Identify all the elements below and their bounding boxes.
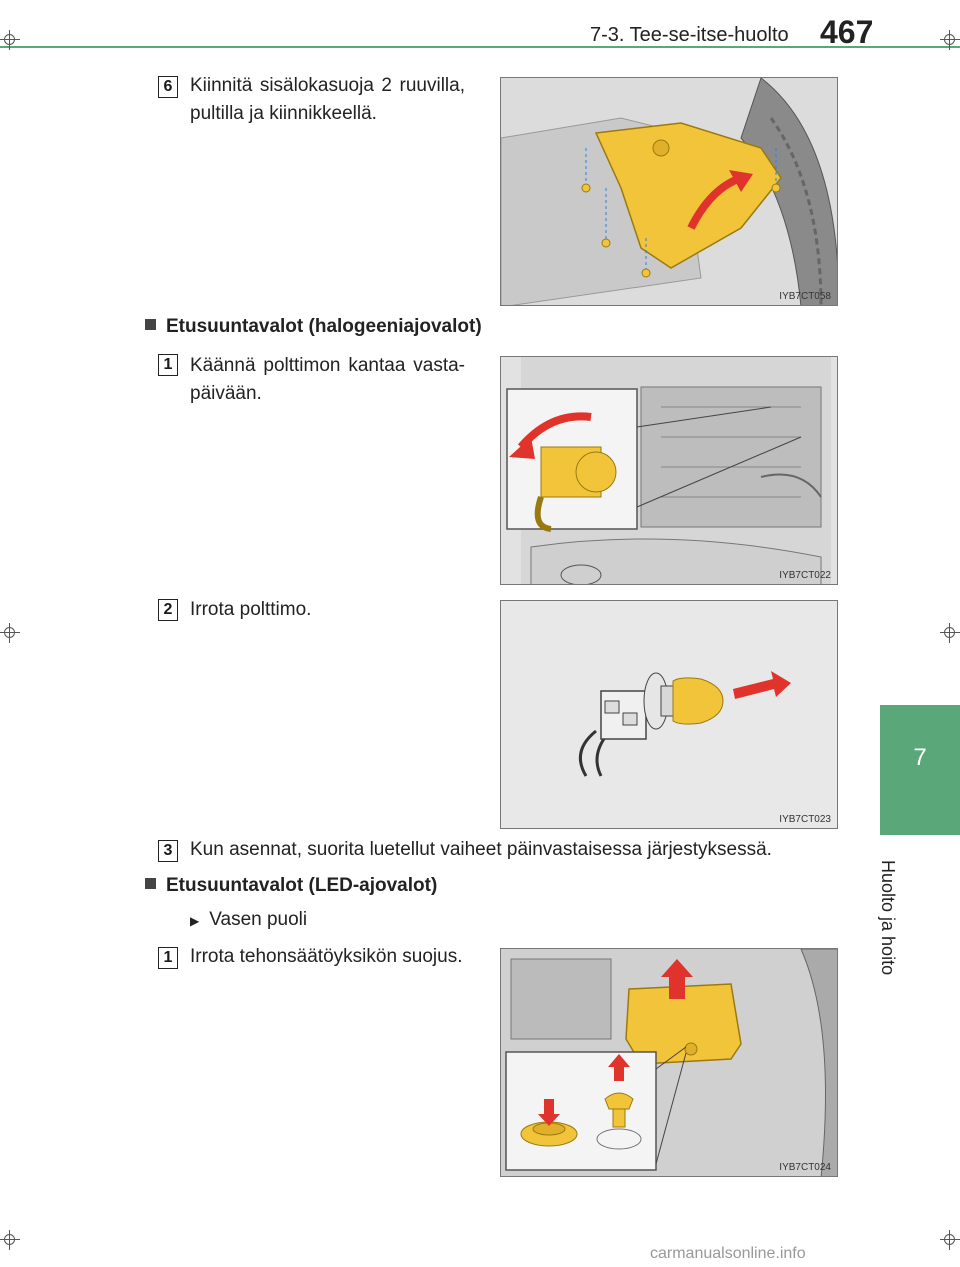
step-number: 3 xyxy=(158,840,178,862)
engine-bay-illustration xyxy=(501,357,837,584)
figure-bulb-removal: IYB7CT023 xyxy=(500,600,838,829)
figure-fender-liner: IYB7CT058 xyxy=(500,77,838,306)
step-number: 2 xyxy=(158,599,178,621)
chapter-number: 7 xyxy=(913,744,927,771)
chapter-tab: 7 xyxy=(880,705,960,835)
figure-power-unit-cover: IYB7CT024 xyxy=(500,948,838,1177)
figure-code: IYB7CT022 xyxy=(779,570,831,581)
triangle-bullet-icon: ▶ xyxy=(190,914,200,928)
crop-mark-icon xyxy=(940,623,960,643)
footer-watermark: carmanualsonline.info xyxy=(650,1245,806,1262)
figure-code: IYB7CT058 xyxy=(779,291,831,302)
chapter-label: Huolto ja hoito xyxy=(878,860,898,976)
figure-bulb-socket: IYB7CT022 xyxy=(500,356,838,585)
section-title: Etusuuntavalot (LED-ajovalot) xyxy=(166,875,438,896)
step-text: Irrota tehonsäätöyksikön suojus. xyxy=(190,946,463,967)
header-rule xyxy=(0,46,960,48)
sub-heading-label: Vasen puoli xyxy=(209,909,308,930)
crop-mark-icon xyxy=(0,623,20,643)
step-text: Kun asennat, suorita luetellut vaiheet p… xyxy=(190,839,772,860)
chapter-label-vertical: Huolto ja hoito xyxy=(868,860,928,1010)
crop-mark-icon xyxy=(940,30,960,50)
section-title: Etusuuntavalot (halogeeniajovalot) xyxy=(166,316,482,337)
step-text: Irrota polttimo. xyxy=(190,599,312,620)
crop-mark-icon xyxy=(0,1230,20,1250)
fender-liner-illustration xyxy=(501,78,837,305)
square-bullet-icon xyxy=(145,878,156,890)
power-unit-illustration xyxy=(501,949,837,1176)
sub-heading: ▶ Vasen puoli xyxy=(190,906,307,935)
step-number: 1 xyxy=(158,354,178,376)
section-header: 7-3. Tee-se-itse-huolto xyxy=(590,24,789,46)
step-number: 1 xyxy=(158,947,178,969)
page-number: 467 xyxy=(820,14,874,50)
square-bullet-icon xyxy=(145,319,156,331)
step-text: Kiinnitä sisälokasuoja 2 ruuvilla, pulti… xyxy=(190,75,465,124)
crop-mark-icon xyxy=(0,30,20,50)
bulb-removal-illustration xyxy=(501,601,837,828)
figure-code: IYB7CT024 xyxy=(779,1162,831,1173)
crop-mark-icon xyxy=(940,1230,960,1250)
section-heading: Etusuuntavalot (LED-ajovalot) xyxy=(145,875,437,897)
step-number: 6 xyxy=(158,76,178,98)
step-text: Käännä polttimon kantaa vasta-päivään. xyxy=(190,355,465,404)
section-heading: Etusuuntavalot (halogeeniajovalot) xyxy=(145,316,482,338)
figure-code: IYB7CT023 xyxy=(779,814,831,825)
